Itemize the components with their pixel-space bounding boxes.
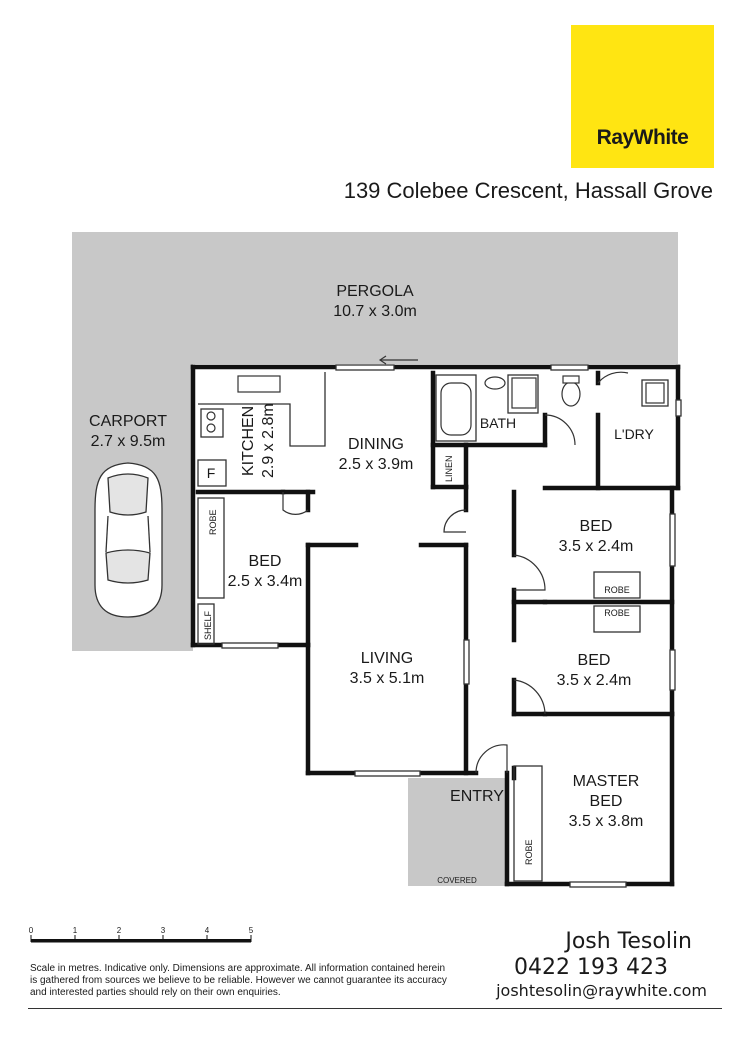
toilet-icon xyxy=(561,381,581,407)
carport-size: 2.7 x 9.5m xyxy=(91,433,166,450)
master-bed-label-2: BED xyxy=(590,793,623,810)
entry-label: ENTRY xyxy=(450,788,504,805)
kitchen-label: KITCHEN xyxy=(240,406,257,476)
kitchen-sink-icon xyxy=(237,375,281,393)
scale-tick-1: 1 xyxy=(73,926,78,935)
covered-label: COVERED xyxy=(437,876,477,885)
bed-east-2-size: 3.5 x 2.4m xyxy=(557,672,632,689)
linen-label: LINEN xyxy=(444,455,454,482)
outdoor-areas xyxy=(72,232,678,886)
bed-east-1-label: BED xyxy=(580,518,613,535)
agent-phone[interactable]: 0422 193 423 xyxy=(514,955,668,980)
bathtub-icon xyxy=(440,382,472,436)
scale-tick-3: 3 xyxy=(161,926,166,935)
pergola-label: PERGOLA xyxy=(336,283,414,300)
covered-entry-area xyxy=(408,778,506,886)
footer-divider xyxy=(28,1008,722,1009)
property-address: 139 Colebee Crescent, Hassall Grove xyxy=(343,178,713,203)
bed-west-label: BED xyxy=(249,553,282,570)
laundry-tub-icon xyxy=(645,382,665,404)
agent-email[interactable]: joshtesolin@raywhite.com xyxy=(496,981,707,1000)
doors xyxy=(282,355,629,774)
robe-master-label: ROBE xyxy=(524,839,534,865)
walls xyxy=(190,364,681,887)
robe-west-label: ROBE xyxy=(208,509,218,535)
master-bed-label-1: MASTER xyxy=(573,773,640,790)
laundry-label: L'DRY xyxy=(614,426,654,442)
cooktop-icon xyxy=(206,411,216,421)
bed-east-1-size: 3.5 x 2.4m xyxy=(559,538,634,555)
raywhite-logo: RayWhite xyxy=(571,25,714,168)
car-icon xyxy=(94,462,163,618)
robe-east-2-label: ROBE xyxy=(604,608,630,618)
scale-tick-0: 0 xyxy=(29,926,34,935)
pergola-size: 10.7 x 3.0m xyxy=(333,303,417,320)
scale-bar: 0 1 2 3 4 5 xyxy=(29,926,254,943)
bath-label: BATH xyxy=(480,415,516,431)
fridge-label: F xyxy=(207,465,216,481)
windows xyxy=(221,364,682,888)
logo-text: RayWhite xyxy=(596,126,689,149)
living-size: 3.5 x 5.1m xyxy=(350,670,425,687)
dining-size: 2.5 x 3.9m xyxy=(339,456,414,473)
pergola-carport-area xyxy=(72,232,678,651)
disclaimer-text: Scale in metres. Indicative only. Dimens… xyxy=(30,963,447,998)
basin-icon xyxy=(484,376,506,390)
joinery xyxy=(197,372,669,882)
shelf-label: SHELF xyxy=(203,610,213,640)
kitchen-size: 2.9 x 2.8m xyxy=(260,403,277,478)
scale-tick-2: 2 xyxy=(117,926,122,935)
bed-west-size: 2.5 x 3.4m xyxy=(228,573,303,590)
scale-tick-5: 5 xyxy=(249,926,254,935)
agent-name: Josh Tesolin xyxy=(565,929,692,954)
robe-east-1-label: ROBE xyxy=(604,585,630,595)
carport-label: CARPORT xyxy=(89,413,167,430)
dining-label: DINING xyxy=(348,436,404,453)
shower-icon xyxy=(511,377,537,409)
bed-east-2-label: BED xyxy=(578,652,611,669)
living-label: LIVING xyxy=(361,650,413,667)
scale-tick-4: 4 xyxy=(205,926,210,935)
master-bed-size: 3.5 x 3.8m xyxy=(569,813,644,830)
bathroom-fixtures xyxy=(206,375,665,436)
